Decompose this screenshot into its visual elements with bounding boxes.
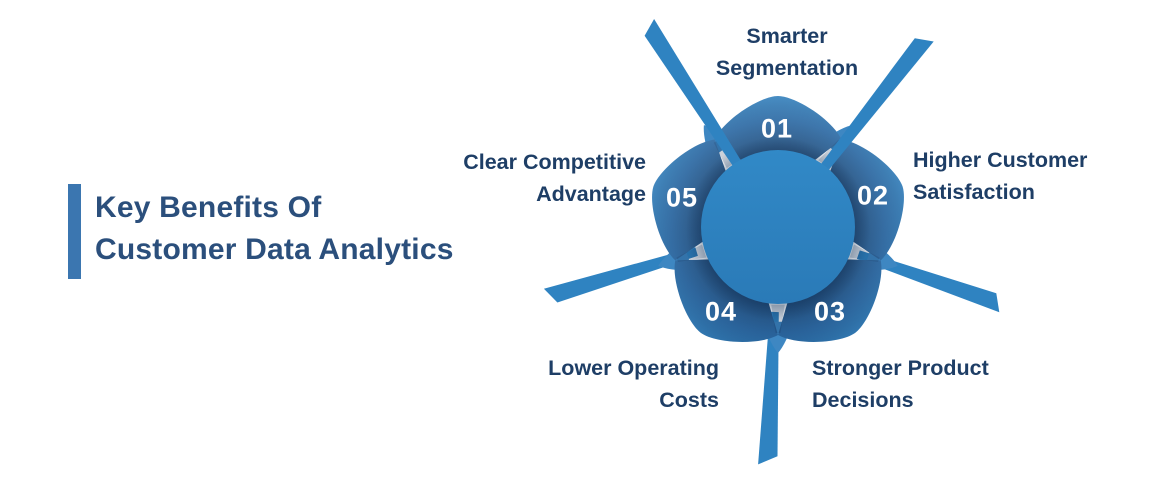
benefit-label-line: Higher Customer (913, 148, 1088, 172)
benefit-label-line: Satisfaction (913, 180, 1035, 204)
wheel-ray-bottom (758, 311, 779, 465)
wheel-center-circle (701, 150, 855, 304)
benefit-label-line: Decisions (812, 388, 914, 412)
benefit-label-line: Smarter (746, 24, 828, 48)
wheel-ray-top-right (811, 38, 934, 183)
benefit-label-line: Clear Competitive (463, 150, 646, 174)
benefit-label-line: Costs (659, 388, 719, 412)
title-accent-bar (68, 184, 81, 279)
segment-number-01: 01 (760, 113, 794, 144)
page-title-line-1: Key Benefits Of (95, 191, 322, 224)
benefit-label-higher-customer-satisfaction: Higher Customer Satisfaction (913, 144, 1163, 208)
segment-number-05: 05 (665, 182, 699, 213)
segment-number-04: 04 (704, 296, 738, 327)
benefit-label-line: Segmentation (715, 56, 859, 80)
benefit-label-lower-operating-costs: Lower Operating Costs (419, 352, 719, 416)
benefit-label-stronger-product-decisions: Stronger Product Decisions (812, 352, 1072, 416)
segment-number-03: 03 (813, 296, 847, 327)
benefit-label-clear-competitive-advantage: Clear Competitive Advantage (346, 146, 646, 210)
segment-number-02: 02 (856, 180, 890, 211)
wheel-ray-top-left (644, 19, 750, 179)
benefit-label-line: Advantage (536, 182, 646, 206)
wheel-ray-left (543, 247, 698, 303)
benefit-label-smarter-segmentation: Smarter Segmentation (637, 20, 937, 84)
benefit-label-line: Stronger Product (812, 356, 989, 380)
page-title: Key Benefits Of Customer Data Analytics (95, 187, 454, 271)
benefit-label-line: Lower Operating (548, 356, 719, 380)
page-title-line-2: Customer Data Analytics (95, 233, 454, 266)
